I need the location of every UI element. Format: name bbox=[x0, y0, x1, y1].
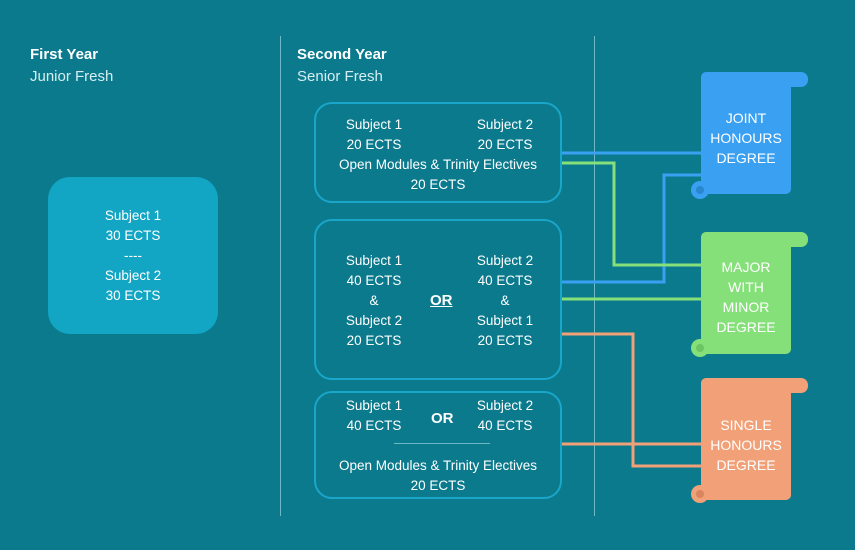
option-c-separator bbox=[394, 443, 490, 444]
option-b-left-line-4: Subject 2 bbox=[345, 313, 403, 328]
option-b-right-line-2: 40 ECTS bbox=[477, 273, 533, 288]
first-year-ects-2: 30 ECTS bbox=[105, 288, 161, 303]
option-a-electives: Open Modules & Trinity Electives bbox=[338, 157, 538, 172]
option-a-left-subject: Subject 1 bbox=[345, 117, 403, 132]
option-a-right-ects: 20 ECTS bbox=[477, 137, 533, 152]
option-b-left-line-3: & bbox=[369, 293, 379, 308]
second-year-title: Second Year bbox=[297, 46, 387, 63]
degree-joint-line-2: HONOURS bbox=[710, 130, 782, 146]
first-year-subject-2: Subject 2 bbox=[104, 268, 162, 283]
option-c-electives: Open Modules & Trinity Electives bbox=[338, 458, 538, 473]
option-c-left-ects: 40 ECTS bbox=[346, 418, 402, 433]
scroll-joint-honours bbox=[691, 72, 808, 199]
option-b-box: Subject 1 40 ECTS & Subject 2 20 ECTS OR… bbox=[314, 219, 562, 380]
degree-major-minor-label: MAJOR WITH MINOR DEGREE bbox=[701, 257, 791, 337]
degree-major-line-1: MAJOR bbox=[721, 259, 771, 275]
first-year-ects-1: 30 ECTS bbox=[105, 228, 161, 243]
degree-joint-honours-label: JOINT HONOURS DEGREE bbox=[701, 108, 791, 168]
option-b-left-line-2: 40 ECTS bbox=[346, 273, 402, 288]
degree-major-line-2: WITH bbox=[728, 279, 764, 295]
connector-b-joint bbox=[562, 173, 710, 284]
column-divider-2 bbox=[594, 36, 595, 516]
option-c-or: OR bbox=[431, 410, 454, 427]
degree-major-line-3: MINOR bbox=[722, 299, 770, 315]
degree-single-line-3: DEGREE bbox=[716, 457, 776, 473]
option-c-right-ects: 40 ECTS bbox=[477, 418, 533, 433]
scroll-major-minor bbox=[691, 232, 808, 357]
connector-a-major bbox=[562, 161, 710, 267]
option-a-box: Subject 1 20 ECTS Subject 2 20 ECTS Open… bbox=[314, 102, 562, 203]
option-a-right-subject: Subject 2 bbox=[476, 117, 534, 132]
option-b-right-line-1: Subject 2 bbox=[476, 253, 534, 268]
first-year-box: Subject 1 30 ECTS ---- Subject 2 30 ECTS bbox=[48, 177, 218, 334]
option-b-left-line-5: 20 ECTS bbox=[346, 333, 402, 348]
second-year-subtitle: Senior Fresh bbox=[297, 68, 383, 85]
first-year-separator: ---- bbox=[124, 248, 142, 263]
option-b-right-line-3: & bbox=[500, 293, 510, 308]
option-b-right-line-4: Subject 1 bbox=[476, 313, 534, 328]
degree-single-line-1: SINGLE bbox=[720, 417, 772, 433]
option-b-left-line-1: Subject 1 bbox=[345, 253, 403, 268]
option-b-right-line-5: 20 ECTS bbox=[477, 333, 533, 348]
first-year-subject-1: Subject 1 bbox=[104, 208, 162, 223]
scroll-single-honours bbox=[691, 378, 808, 503]
degree-single-honours-label: SINGLE HONOURS DEGREE bbox=[701, 415, 791, 475]
option-c-box: Subject 1 40 ECTS OR Subject 2 40 ECTS O… bbox=[314, 391, 562, 499]
degree-single-line-2: HONOURS bbox=[710, 437, 782, 453]
column-divider-1 bbox=[280, 36, 281, 516]
option-a-left-ects: 20 ECTS bbox=[346, 137, 402, 152]
first-year-subtitle: Junior Fresh bbox=[30, 68, 114, 85]
option-a-electives-ects: 20 ECTS bbox=[410, 177, 466, 192]
first-year-title: First Year bbox=[30, 46, 99, 63]
connector-b-single bbox=[562, 332, 710, 468]
option-c-right-subject: Subject 2 bbox=[476, 398, 534, 413]
degree-joint-line-1: JOINT bbox=[725, 110, 767, 126]
option-b-or: OR bbox=[430, 292, 453, 309]
degree-joint-line-3: DEGREE bbox=[716, 150, 776, 166]
option-c-left-subject: Subject 1 bbox=[345, 398, 403, 413]
option-c-electives-ects: 20 ECTS bbox=[410, 478, 466, 493]
degree-major-line-4: DEGREE bbox=[716, 319, 776, 335]
